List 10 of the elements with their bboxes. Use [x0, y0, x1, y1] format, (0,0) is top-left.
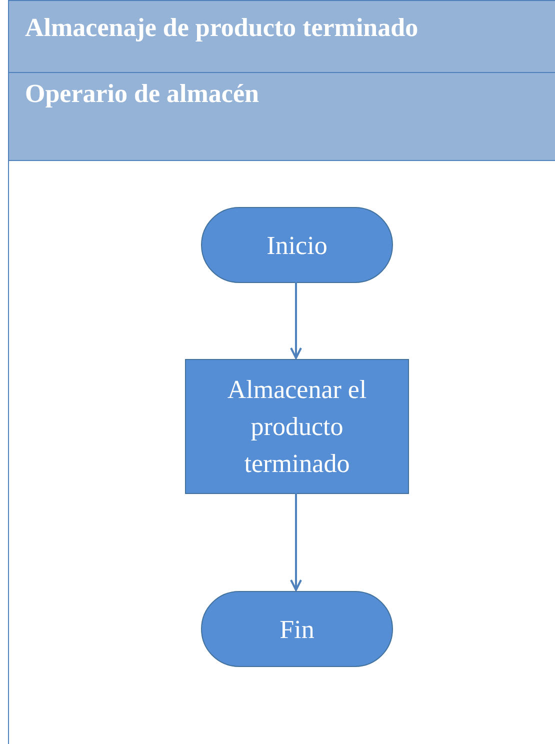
process-box — [185, 359, 409, 494]
band-label: Almacenaje de producto terminado — [25, 13, 418, 43]
node-label: Almacenar el producto terminado — [226, 374, 368, 480]
title-band — [8, 0, 555, 73]
lane-label: Operario de almacén — [25, 79, 259, 109]
arrow — [290, 282, 302, 359]
arrow — [290, 493, 302, 591]
node-label: Inicio — [266, 230, 328, 262]
swimlane — [8, 72, 555, 744]
node-label: Fin — [280, 614, 314, 646]
